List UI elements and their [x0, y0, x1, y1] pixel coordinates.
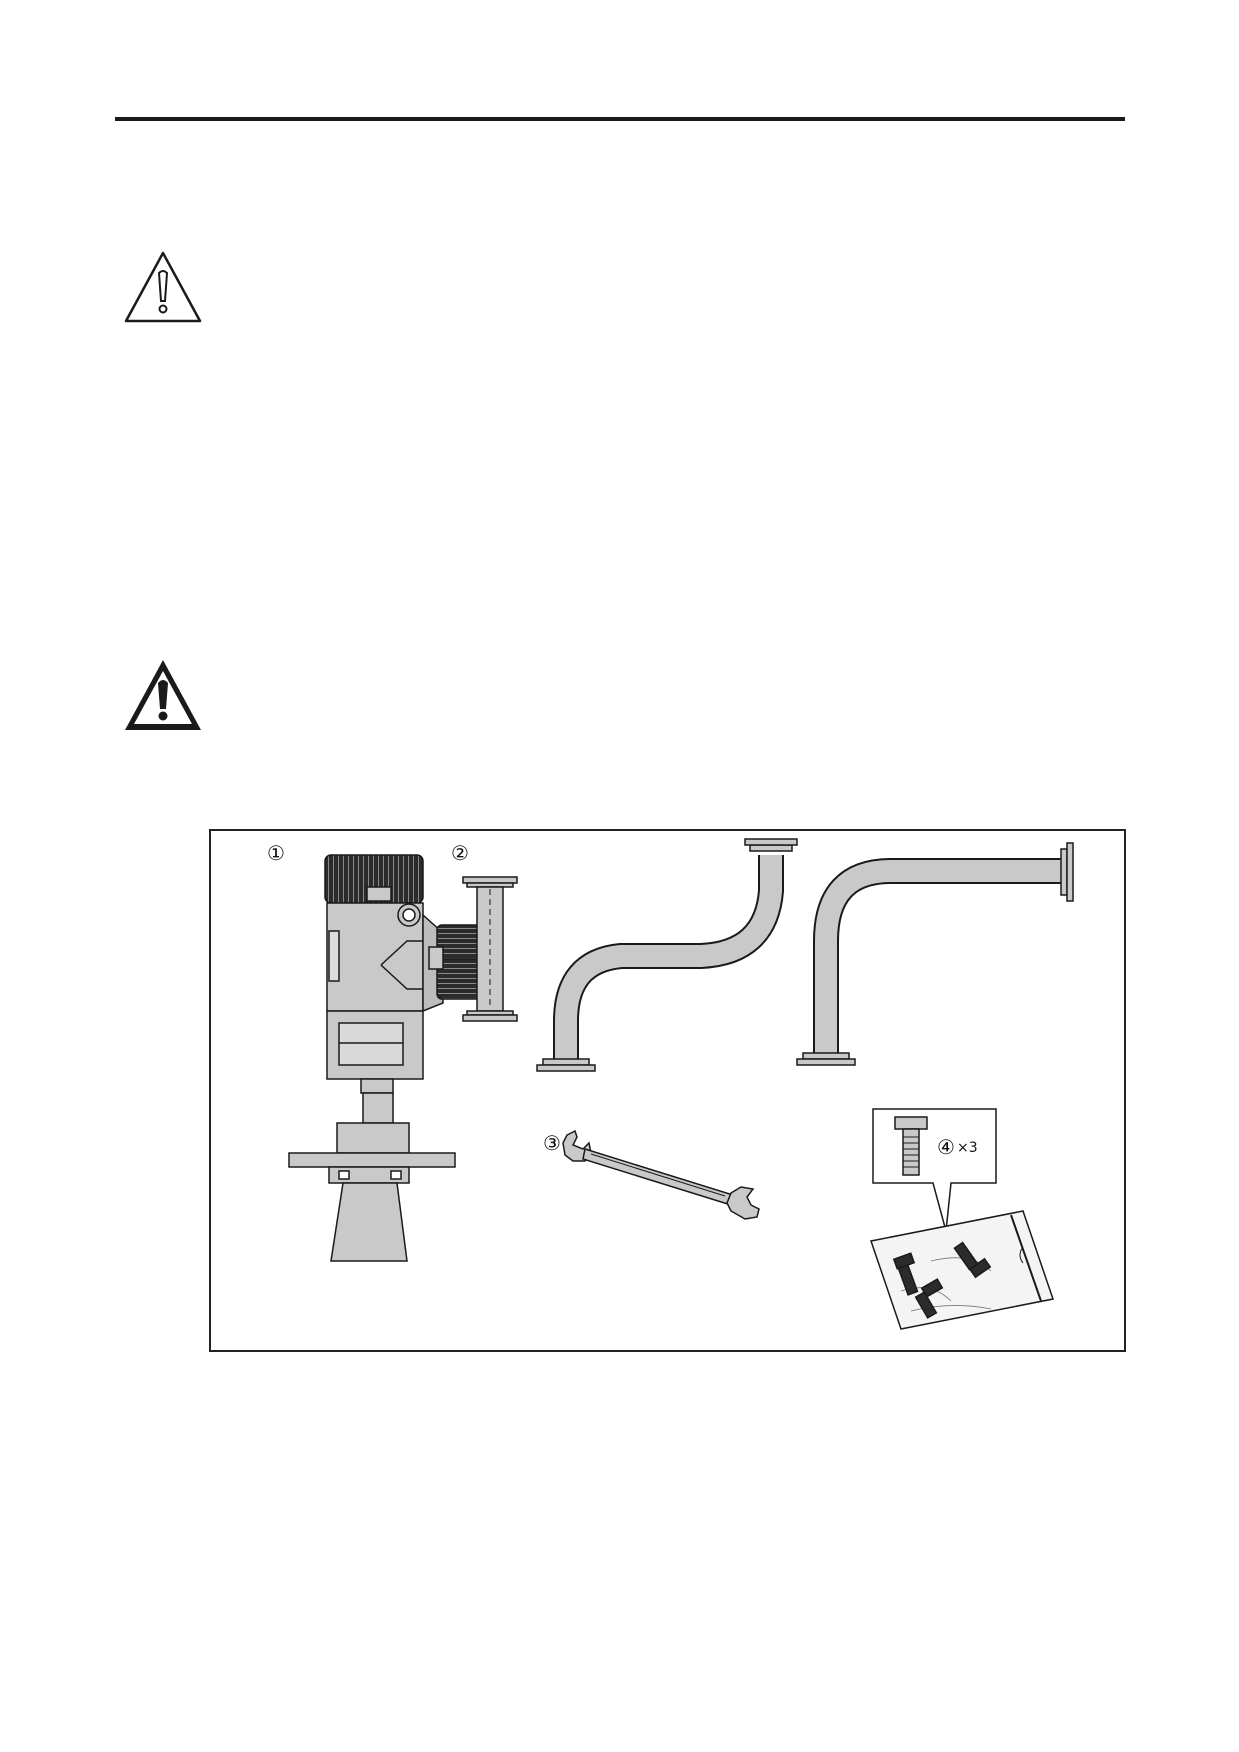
warning-icon	[123, 657, 203, 733]
wrench-drawing	[562, 1129, 760, 1220]
straight-waveguide-drawing	[462, 876, 518, 1022]
bolts-callout-drawing	[870, 1108, 1054, 1330]
figure-drawing	[288, 838, 1074, 1330]
callout-4-label: ④	[937, 1135, 955, 1159]
callout-2-label: ②	[451, 841, 469, 865]
header-rule	[115, 117, 1125, 121]
callout-1-label: ①	[267, 841, 285, 865]
radar-transmitter-drawing	[288, 854, 484, 1262]
elbow-waveguide-drawing	[796, 842, 1074, 1066]
callout-3-label: ③	[543, 1131, 561, 1155]
bolt-quantity: ×3	[957, 1140, 978, 1156]
scope-of-delivery-figure: ① ② ③ ④ ×3	[209, 829, 1126, 1352]
s-bend-waveguide-drawing	[536, 838, 798, 1072]
caution-icon	[123, 249, 203, 325]
